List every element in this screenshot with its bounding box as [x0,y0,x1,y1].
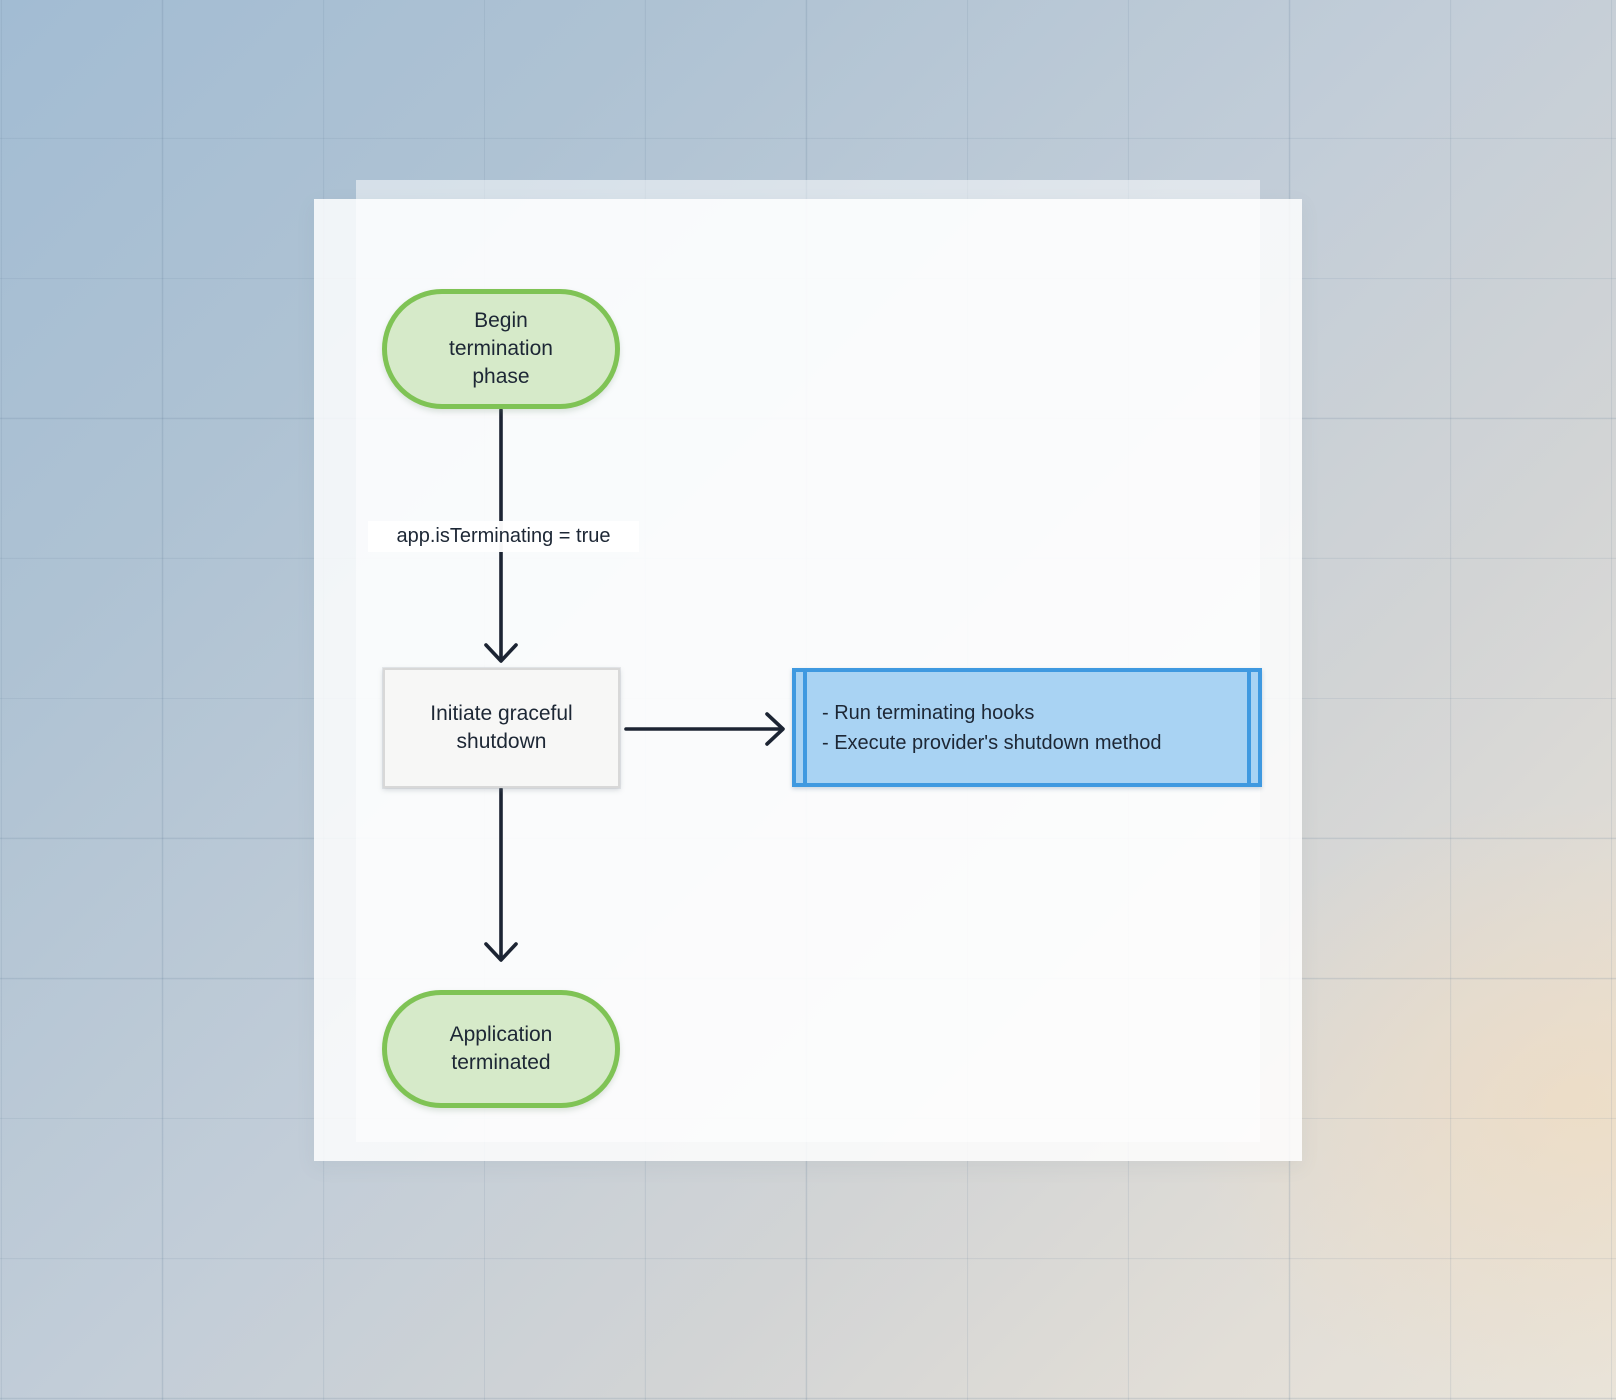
edge-process-to-subroutine-arrowhead-icon [765,712,785,746]
edge-start-to-process-arrowhead-icon [484,643,518,663]
edge-label-is-terminating: app.isTerminating = true [368,521,639,552]
edge-process-to-end-arrowhead-icon [484,942,518,962]
node-begin-termination-phase: Begin termination phase [382,289,620,409]
node-initiate-graceful-shutdown: Initiate graceful shutdown [383,668,620,788]
node-application-terminated: Application terminated [382,990,620,1108]
node-terminating-hooks-subroutine: - Run terminating hooks - Execute provid… [792,668,1262,787]
